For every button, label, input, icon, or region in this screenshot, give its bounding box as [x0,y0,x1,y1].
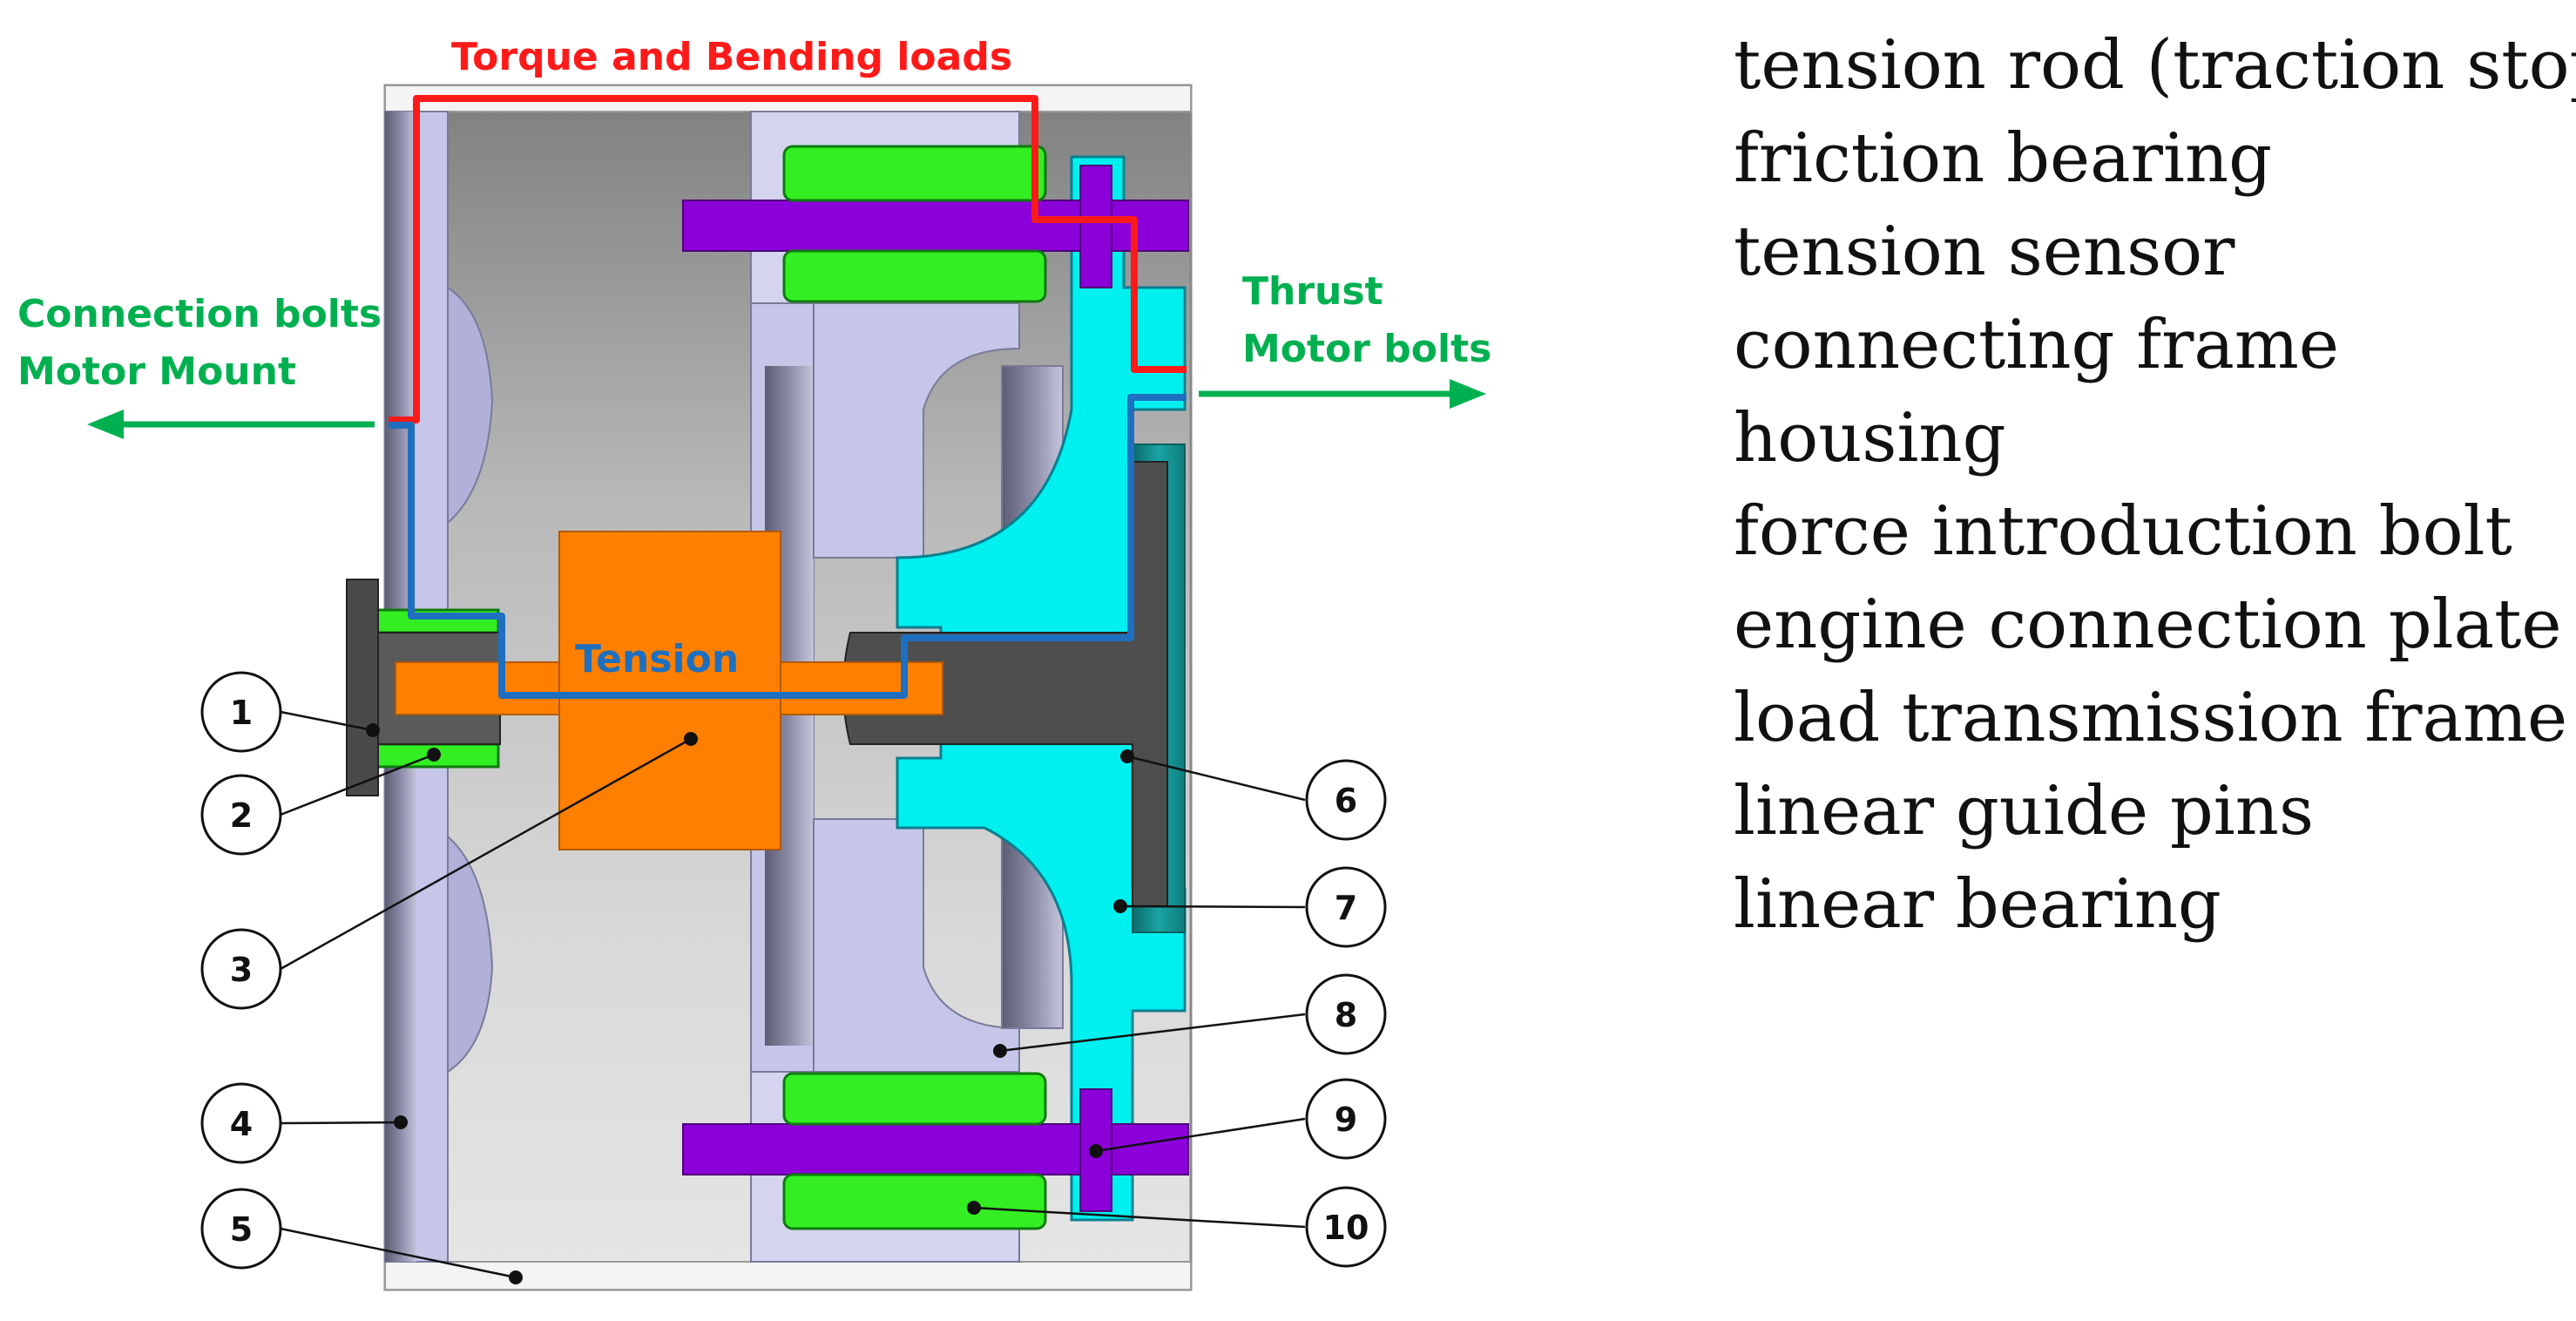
svg-text:7: 7 [1335,889,1357,927]
callout-marker-6: 6 [1305,759,1387,841]
legend-item-8: load transmission frame [1734,679,2568,757]
thrust-arrow [1199,379,1486,409]
svg-text:2: 2 [230,796,253,835]
legend-item-9: linear guide pins [1734,772,2315,850]
callout-marker-1: 1 [200,671,282,753]
svg-text:5: 5 [230,1210,253,1249]
torque-load-path [389,95,1187,423]
svg-text:6: 6 [1335,782,1357,820]
legend-item-5: housing [1734,399,2006,478]
callout-marker-4: 4 [200,1082,282,1164]
svg-text:10: 10 [1323,1209,1369,1247]
linear-bearing [782,145,1047,1230]
legend-item-7: engine connection plate [1734,586,2562,664]
callout-marker-2: 2 [200,774,282,856]
callout-marker-8: 8 [1305,973,1387,1055]
legend-item-3: tension sensor [1734,213,2235,291]
tension-label: Tension [575,637,739,681]
callouts [280,710,1306,1279]
legend-item-10: linear bearing [1734,865,2221,944]
callout-marker-3: 3 [200,928,282,1010]
callout-marker-10: 10 [1305,1186,1387,1268]
torque-label: Torque and Bending loads [451,35,1012,79]
legend-item-6: force introduction bolt [1734,492,2512,571]
tension-load-path [389,394,1187,699]
component-legend: tension rod (traction stop) friction bea… [1734,19,2576,952]
connection-label-line2: Motor Mount [17,349,296,394]
connection-arrow [87,410,375,439]
legend-item-1: tension rod (traction stop) [1734,26,2576,105]
callout-marker-7: 7 [1305,866,1387,948]
svg-text:1: 1 [230,694,253,732]
svg-text:4: 4 [230,1105,253,1143]
svg-text:9: 9 [1335,1101,1357,1139]
tension-sensor [395,531,943,850]
force-introduction-bolt [842,461,1168,907]
connection-label-line1: Connection bolts [17,292,382,336]
legend-item-2: friction bearing [1734,119,2273,198]
thrust-label-line1: Thrust [1242,269,1383,314]
callout-marker-5: 5 [200,1188,282,1270]
callout-marker-9: 9 [1305,1078,1387,1160]
svg-text:3: 3 [230,951,253,989]
legend-item-4: connecting frame [1734,306,2339,384]
svg-text:8: 8 [1335,996,1357,1034]
callout-dots [366,723,1134,1284]
thrust-label-line2: Motor bolts [1242,327,1491,371]
